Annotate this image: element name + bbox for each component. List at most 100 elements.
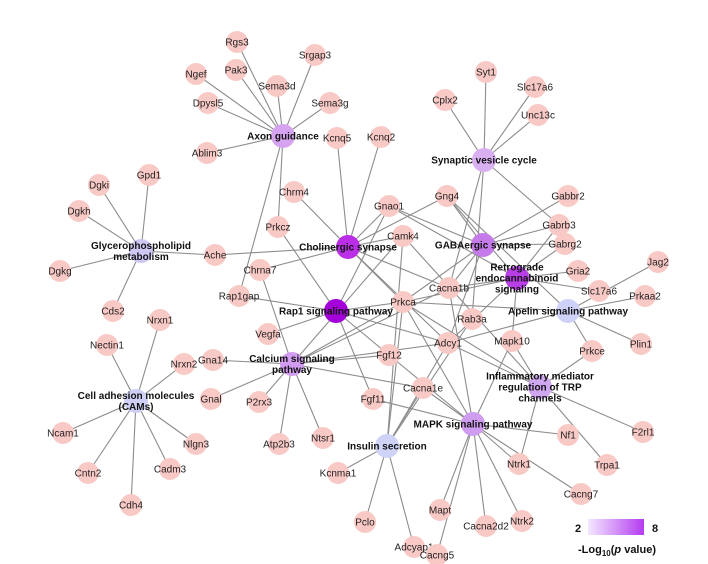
gene-node-gabrg2[interactable]: Gabrg2: [548, 233, 582, 255]
gene-node-nrxn2[interactable]: Nrxn2: [171, 353, 198, 375]
gene-node-dgki[interactable]: Dgki: [88, 174, 110, 196]
gene-node-atp2b3[interactable]: Atp2b3: [263, 433, 295, 455]
pathway-node-insulin[interactable]: Insulin secretion: [347, 434, 427, 458]
gene-node-circle: [228, 285, 250, 307]
gene-node-rab3a[interactable]: Rab3a: [457, 308, 487, 330]
gene-node-gna14[interactable]: Gna14: [198, 349, 228, 371]
gene-node-cds2[interactable]: Cds2: [101, 300, 125, 322]
pathway-node-circle: [280, 352, 304, 376]
gene-node-ntrk1[interactable]: Ntrk1: [507, 453, 531, 475]
gene-node-srgap3[interactable]: Srgap3: [299, 44, 332, 66]
gene-node-gnal[interactable]: Gnal: [200, 388, 222, 410]
gene-node-nf1[interactable]: Nf1: [557, 424, 579, 446]
gene-node-nrxn1[interactable]: Nrxn1: [147, 309, 174, 331]
gene-node-mapt[interactable]: Mapt: [429, 499, 451, 521]
gene-node-prkce[interactable]: Prkce: [579, 340, 605, 362]
gene-node-ngef[interactable]: Ngef: [185, 63, 207, 85]
gene-node-circle: [149, 309, 171, 331]
gene-node-cadm3[interactable]: Cadm3: [154, 458, 187, 480]
gene-node-adcy1[interactable]: Adcy1: [434, 332, 462, 354]
gene-node-cacng5[interactable]: Cacng5: [420, 544, 455, 564]
gene-node-rap1gap[interactable]: Rap1gap: [219, 285, 260, 307]
pathway-node-axon[interactable]: Axon guidance: [247, 124, 319, 148]
edge-insulin-Adcyap1: [386, 445, 415, 548]
gene-node-slc17a6[interactable]: Slc17a6: [517, 76, 554, 98]
gene-label: F2rl1: [632, 428, 655, 439]
gene-node-sema3g[interactable]: Sema3g: [311, 92, 349, 114]
gene-node-gnao1[interactable]: Gnao1: [374, 195, 404, 217]
gene-node-ntrk2[interactable]: Ntrk2: [510, 510, 534, 532]
gene-node-fgf11[interactable]: Fgf11: [361, 388, 386, 410]
pathway-node-cam[interactable]: Cell adhesion molecules(CAMs): [78, 389, 195, 413]
edge-retro-Adcy1: [447, 277, 518, 344]
pathway-node-apelin[interactable]: Apelin signaling pathway: [508, 299, 628, 323]
gene-node-dgkh[interactable]: Dgkh: [67, 200, 91, 222]
gene-node-circle: [501, 330, 523, 352]
gene-label: Unc13c: [521, 111, 555, 122]
gene-node-kcnq5[interactable]: Kcnq5: [323, 127, 352, 149]
gene-node-adcyap1[interactable]: Adcyap1: [395, 536, 434, 558]
gene-node-ntsr1[interactable]: Ntsr1: [311, 427, 335, 449]
gene-node-jag2[interactable]: Jag2: [647, 251, 669, 273]
gene-node-prkaa2[interactable]: Prkaa2: [629, 285, 661, 307]
gene-node-gabrb3[interactable]: Gabrb3: [542, 214, 576, 236]
gene-node-nectin1[interactable]: Nectin1: [90, 334, 124, 356]
gene-node-vegfa[interactable]: Vegfa: [255, 323, 281, 345]
gene-node-circle: [266, 75, 288, 97]
gene-node-slc17a6[interactable]: Slc17a6: [581, 280, 618, 302]
gene-node-dpysl5[interactable]: Dpysl5: [193, 92, 224, 114]
gene-node-trpa1[interactable]: Trpa1: [594, 454, 620, 476]
gene-node-fgf12[interactable]: Fgf12: [376, 344, 402, 366]
gene-node-cacna1b[interactable]: Cacna1b: [429, 277, 469, 299]
gene-node-gria2[interactable]: Gria2: [566, 260, 591, 282]
gene-node-prkca[interactable]: Prkca: [390, 291, 416, 313]
gene-node-cntn2[interactable]: Cntn2: [75, 462, 102, 484]
gene-node-syt1[interactable]: Syt1: [475, 61, 497, 83]
gene-node-rgs3[interactable]: Rgs3: [225, 31, 249, 53]
gene-node-cacna1e[interactable]: Cacna1e: [403, 377, 443, 399]
gene-node-ncam1[interactable]: Ncam1: [47, 422, 79, 444]
edge-chol-Chrna7: [259, 246, 349, 271]
gene-node-f2rl1[interactable]: F2rl1: [632, 421, 655, 443]
legend-title: -Log10(p value): [578, 544, 656, 558]
gene-node-cplx2[interactable]: Cplx2: [432, 89, 458, 111]
gene-node-sema3d[interactable]: Sema3d: [258, 75, 296, 97]
gene-node-gabbr2[interactable]: Gabbr2: [551, 185, 585, 207]
pathway-label: Cholinergic synapse: [299, 243, 397, 254]
gene-node-kcnma1[interactable]: Kcnma1: [320, 462, 357, 484]
gene-node-mapk10[interactable]: Mapk10: [494, 330, 530, 352]
edge-glyc-Dgkh: [78, 210, 142, 252]
edge-axon-Prkcz: [277, 135, 284, 228]
gene-node-prkcz[interactable]: Prkcz: [266, 216, 291, 238]
gene-node-nlgn3[interactable]: Nlgn3: [183, 433, 210, 455]
pathway-node-chol[interactable]: Cholinergic synapse: [299, 235, 397, 259]
gene-node-camk4[interactable]: Camk4: [387, 225, 419, 247]
gene-node-gng4[interactable]: Gng4: [435, 185, 460, 207]
gene-node-plin1[interactable]: Plin1: [630, 333, 653, 355]
gene-node-chrm4[interactable]: Chrm4: [279, 181, 309, 203]
gene-node-cacna2d2[interactable]: Cacna2d2: [463, 515, 509, 537]
gene-node-cacng7[interactable]: Cacng7: [564, 483, 599, 505]
gene-node-circle: [197, 92, 219, 114]
gene-node-ache[interactable]: Ache: [204, 244, 227, 266]
gene-node-dgkg[interactable]: Dgkg: [48, 260, 72, 282]
pathway-node-gaba[interactable]: GABAergic synapse: [435, 233, 532, 257]
gene-node-p2rx3[interactable]: P2rx3: [246, 391, 273, 413]
gene-node-cdh4[interactable]: Cdh4: [119, 494, 143, 516]
gene-label: Nrxn2: [171, 360, 198, 371]
gene-node-chrna7[interactable]: Chrna7: [244, 259, 277, 281]
gene-node-pclo[interactable]: Pclo: [354, 511, 376, 533]
pathway-node-syn[interactable]: Synaptic vesicle cycle: [431, 148, 537, 172]
pathway-node-rap1[interactable]: Rap1 signaling pathway: [279, 299, 393, 323]
gene-node-gpd1[interactable]: Gpd1: [137, 164, 162, 186]
gene-node-unc13c[interactable]: Unc13c: [521, 104, 555, 126]
gene-label: Rap1gap: [219, 292, 260, 303]
gene-node-kcnq2[interactable]: Kcnq2: [367, 126, 396, 148]
gene-node-pak3[interactable]: Pak3: [225, 59, 248, 81]
pathway-node-mapk[interactable]: MAPK signaling pathway: [414, 412, 533, 436]
gene-node-ablim3[interactable]: Ablim3: [192, 142, 223, 164]
